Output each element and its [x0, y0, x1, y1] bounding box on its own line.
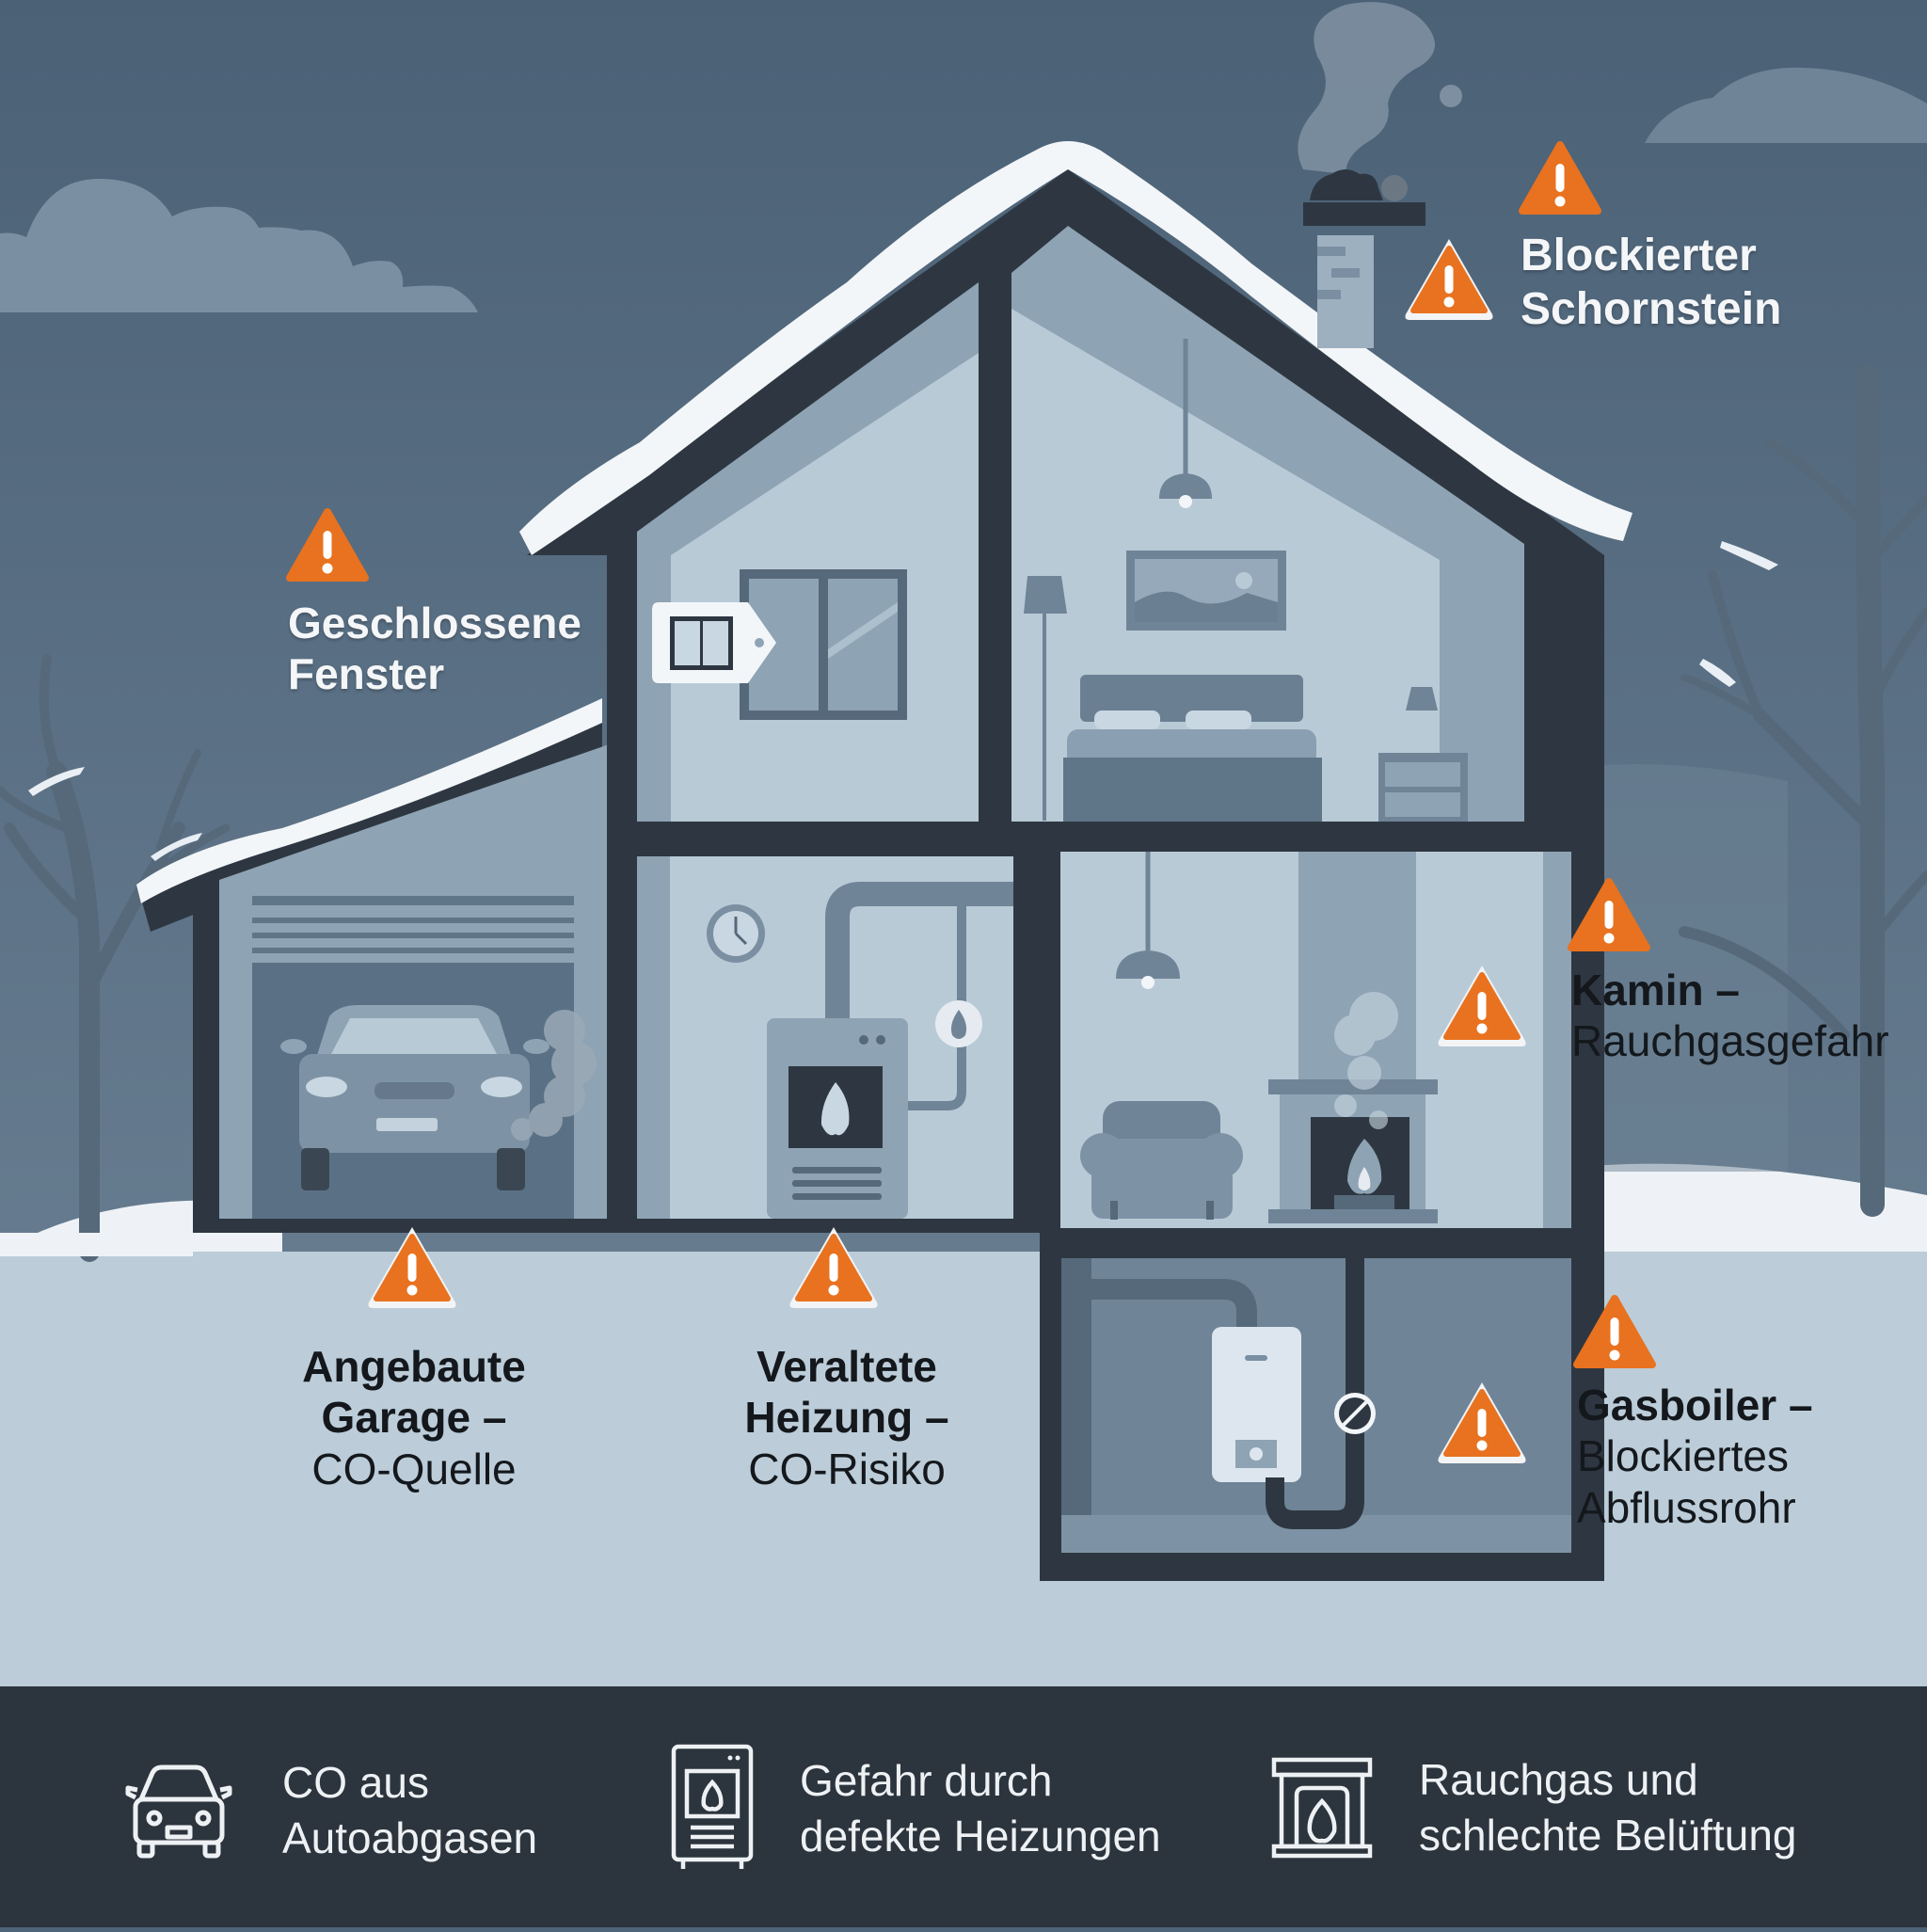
legend-line: Autoabgasen: [282, 1813, 538, 1862]
legend-line: Gefahr durch: [800, 1756, 1053, 1806]
car-icon: [125, 1764, 232, 1859]
hazard-subtitle: CO-Quelle: [311, 1444, 517, 1493]
hazard-title: Geschlossene: [288, 599, 581, 647]
hazard-label-heating: Veraltete Heizung – CO-Risiko: [706, 1341, 988, 1494]
exhaust-smoke: [511, 1010, 597, 1141]
hazard-subtitle: CO-Risiko: [748, 1444, 946, 1493]
fireplace-smoke: [1334, 992, 1398, 1129]
chimney-blockage: [1310, 169, 1383, 200]
legend-item-fireplace: Rauchgas und schlechte Belüftung: [1270, 1752, 1797, 1863]
hazard-subtitle: Abflussrohr: [1577, 1482, 1796, 1532]
hazard-title: Angebaute: [302, 1342, 526, 1391]
garage-roof-snow: [136, 698, 602, 903]
footer-legend: CO aus Autoabgasen Gefahr durch defekte …: [0, 1686, 1927, 1927]
legend-line: CO aus: [282, 1758, 429, 1808]
legend-item-heater: Gefahr durch defekte Heizungen: [670, 1743, 1161, 1875]
tree-right: [1679, 364, 1927, 1217]
hazard-label-chimney: Blockierter Schornstein: [1521, 230, 1781, 336]
smoke-plume: [1298, 2, 1435, 175]
hazard-title: Heizung –: [744, 1393, 949, 1443]
hazard-label-garage: Angebaute Garage – CO-Quelle: [273, 1341, 555, 1494]
hazard-title: Gasboiler –: [1577, 1381, 1813, 1429]
hazard-label-boiler: Gasboiler – Blockiertes Abflussrohr: [1577, 1380, 1813, 1533]
legend-item-car: CO aus Autoabgasen: [120, 1752, 537, 1869]
legend-text: Rauchgas und schlechte Belüftung: [1419, 1752, 1797, 1863]
car-in-garage: [280, 1005, 549, 1190]
legend-text: CO aus Autoabgasen: [282, 1755, 537, 1866]
cloud-right: [1645, 67, 1927, 143]
legend-line: schlechte Belüftung: [1419, 1810, 1797, 1860]
hazard-subtitle: Rauchgasgefahr: [1571, 1016, 1889, 1066]
hazard-title: Garage –: [321, 1393, 507, 1443]
hazard-title: Schornstein: [1521, 283, 1782, 334]
hazard-title: Kamin –: [1571, 966, 1740, 1014]
closed-window-tag: [652, 602, 776, 683]
hazard-label-fireplace: Kamin – Rauchgasgefahr: [1571, 965, 1889, 1067]
hazard-subtitle: Blockiertes: [1577, 1431, 1789, 1481]
hazard-title: Fenster: [288, 649, 445, 699]
gas-boiler: [1212, 1327, 1301, 1482]
legend-text: Gefahr durch defekte Heizungen: [800, 1753, 1161, 1864]
legend-line: defekte Heizungen: [800, 1812, 1161, 1860]
heater-icon: [671, 1744, 754, 1869]
hazard-title: Blockierter: [1521, 231, 1757, 280]
hazard-label-windows: Geschlossene Fenster: [288, 598, 581, 700]
cloud-left: [0, 179, 478, 312]
hazard-title: Veraltete: [756, 1342, 937, 1391]
legend-line: Rauchgas und: [1419, 1755, 1698, 1804]
fireplace-icon: [1271, 1757, 1373, 1859]
